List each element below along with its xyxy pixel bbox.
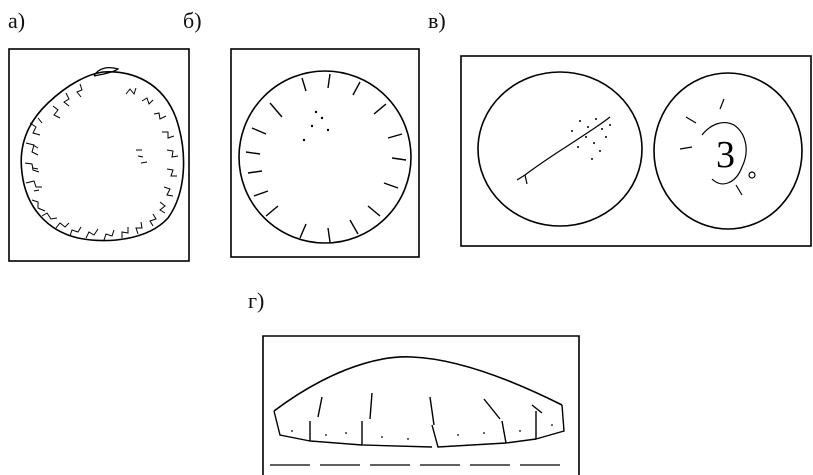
dome-outline bbox=[274, 357, 562, 411]
panel-a bbox=[8, 48, 190, 262]
disc-outline bbox=[21, 72, 183, 241]
crack-network bbox=[25, 84, 178, 240]
crack-left bbox=[525, 117, 610, 175]
label-v: в) bbox=[428, 10, 446, 32]
dots bbox=[303, 111, 329, 141]
label-a: а) bbox=[8, 10, 25, 32]
disc-left bbox=[478, 72, 642, 226]
panel-g-drawing bbox=[262, 335, 580, 475]
disc-outline bbox=[239, 71, 411, 243]
panel-v: 3 bbox=[460, 55, 812, 247]
label-b: б) bbox=[183, 10, 202, 32]
panel-a-drawing bbox=[8, 48, 190, 262]
digit-three: 3 bbox=[716, 134, 735, 176]
radial-grooves bbox=[246, 74, 406, 242]
base-segments bbox=[274, 393, 564, 447]
panel-g bbox=[262, 335, 580, 475]
label-g: г) bbox=[248, 290, 264, 312]
panel-b bbox=[230, 48, 420, 258]
panel-v-drawing: 3 bbox=[460, 55, 812, 247]
base-dots bbox=[291, 424, 553, 440]
panel-b-drawing bbox=[230, 48, 420, 258]
